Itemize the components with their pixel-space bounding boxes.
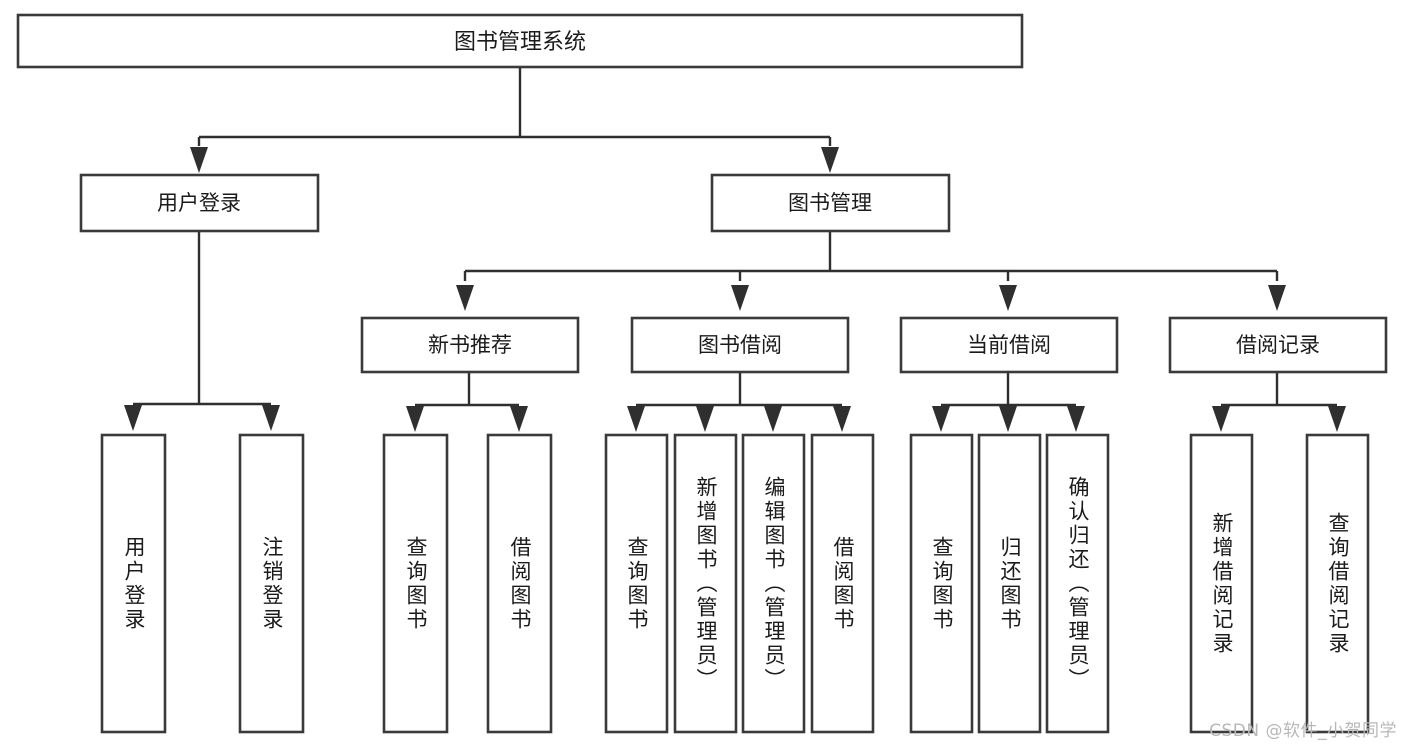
node-book-borrow-label: 图书借阅 <box>698 333 782 357</box>
arrow-to-leaf-user-login <box>124 405 142 431</box>
connector-group-new-book <box>406 372 528 432</box>
leaf-box-query-book-c[interactable] <box>909 433 974 734</box>
arrow-to-leaf-query-book-c <box>932 406 950 432</box>
leaf-box-query-book-a[interactable] <box>382 433 449 734</box>
node-new-book-recommend-label: 新书推荐 <box>428 333 512 357</box>
leaf-box-user-login[interactable] <box>100 433 167 734</box>
leaf-box-confirm-return[interactable] <box>1045 433 1110 734</box>
node-book-manage-box[interactable] <box>710 173 951 233</box>
leaf-box-query-record[interactable] <box>1305 433 1370 734</box>
node-book-borrow-box[interactable] <box>630 316 850 374</box>
node-book-borrow[interactable]: 图书借阅 <box>630 316 850 374</box>
node-book-manage-label: 图书管理 <box>788 191 872 215</box>
node-current-borrow-label: 当前借阅 <box>967 333 1051 357</box>
leaf-box-borrow-book-b[interactable] <box>810 433 875 734</box>
node-current-borrow[interactable]: 当前借阅 <box>899 316 1119 374</box>
arrow-to-leaf-add-book <box>696 406 714 432</box>
arrow-to-book-borrow <box>731 285 749 311</box>
node-borrow-record[interactable]: 借阅记录 <box>1168 316 1388 374</box>
node-root[interactable]: 图书管理系统 <box>16 13 1024 69</box>
node-current-borrow-box[interactable] <box>899 316 1119 374</box>
node-new-book-recommend[interactable]: 新书推荐 <box>360 316 580 374</box>
leaf-box-add-book[interactable] <box>673 433 738 734</box>
node-user-login-label: 用户登录 <box>157 191 241 215</box>
leaf-box-query-book-b[interactable] <box>604 433 669 734</box>
arrow-to-leaf-confirm-return <box>1067 406 1085 432</box>
node-borrow-record-label: 借阅记录 <box>1236 333 1320 357</box>
arrow-to-user-login <box>190 147 208 173</box>
arrow-to-book-manage <box>821 147 839 173</box>
leaf-box-add-record[interactable] <box>1189 433 1254 734</box>
arrow-to-current-borrow <box>999 285 1017 311</box>
arrow-to-borrow-record <box>1268 285 1286 311</box>
node-root-label: 图书管理系统 <box>454 30 586 55</box>
csdn-watermark: CSDN @软件_小贺同学 <box>1209 721 1397 741</box>
connector-group-user-login <box>124 231 280 431</box>
node-book-manage[interactable]: 图书管理 <box>710 173 951 233</box>
node-borrow-record-box[interactable] <box>1168 316 1388 374</box>
connector-group-root <box>190 67 839 173</box>
node-user-login[interactable]: 用户登录 <box>79 173 320 233</box>
arrow-to-leaf-query-book-a <box>406 406 424 432</box>
node-new-book-recommend-box[interactable] <box>360 316 580 374</box>
connector-group-borrow-record <box>1212 372 1346 432</box>
arrow-to-leaf-query-book-b <box>627 406 645 432</box>
arrow-to-leaf-edit-book <box>764 406 782 432</box>
connector-group-book-manage <box>456 231 1286 311</box>
arrow-to-new-book-recommend <box>456 285 474 311</box>
arrow-to-leaf-borrow-book-a <box>510 406 528 432</box>
leaf-box-return-book[interactable] <box>977 433 1042 734</box>
leaf-box-borrow-book-a[interactable] <box>486 433 553 734</box>
leaf-box-edit-book[interactable] <box>741 433 806 734</box>
connector-group-book-borrow <box>627 372 851 432</box>
arrow-to-leaf-logout <box>262 405 280 431</box>
arrow-to-leaf-query-record <box>1328 406 1346 432</box>
node-user-login-box[interactable] <box>79 173 320 233</box>
node-root-box[interactable] <box>16 13 1024 69</box>
arrow-to-leaf-borrow-book-b <box>833 406 851 432</box>
arrow-to-leaf-return-book <box>999 406 1017 432</box>
leaf-box-logout[interactable] <box>238 433 305 734</box>
arrow-to-leaf-add-record <box>1212 406 1230 432</box>
connector-group-current-borrow <box>932 372 1085 432</box>
